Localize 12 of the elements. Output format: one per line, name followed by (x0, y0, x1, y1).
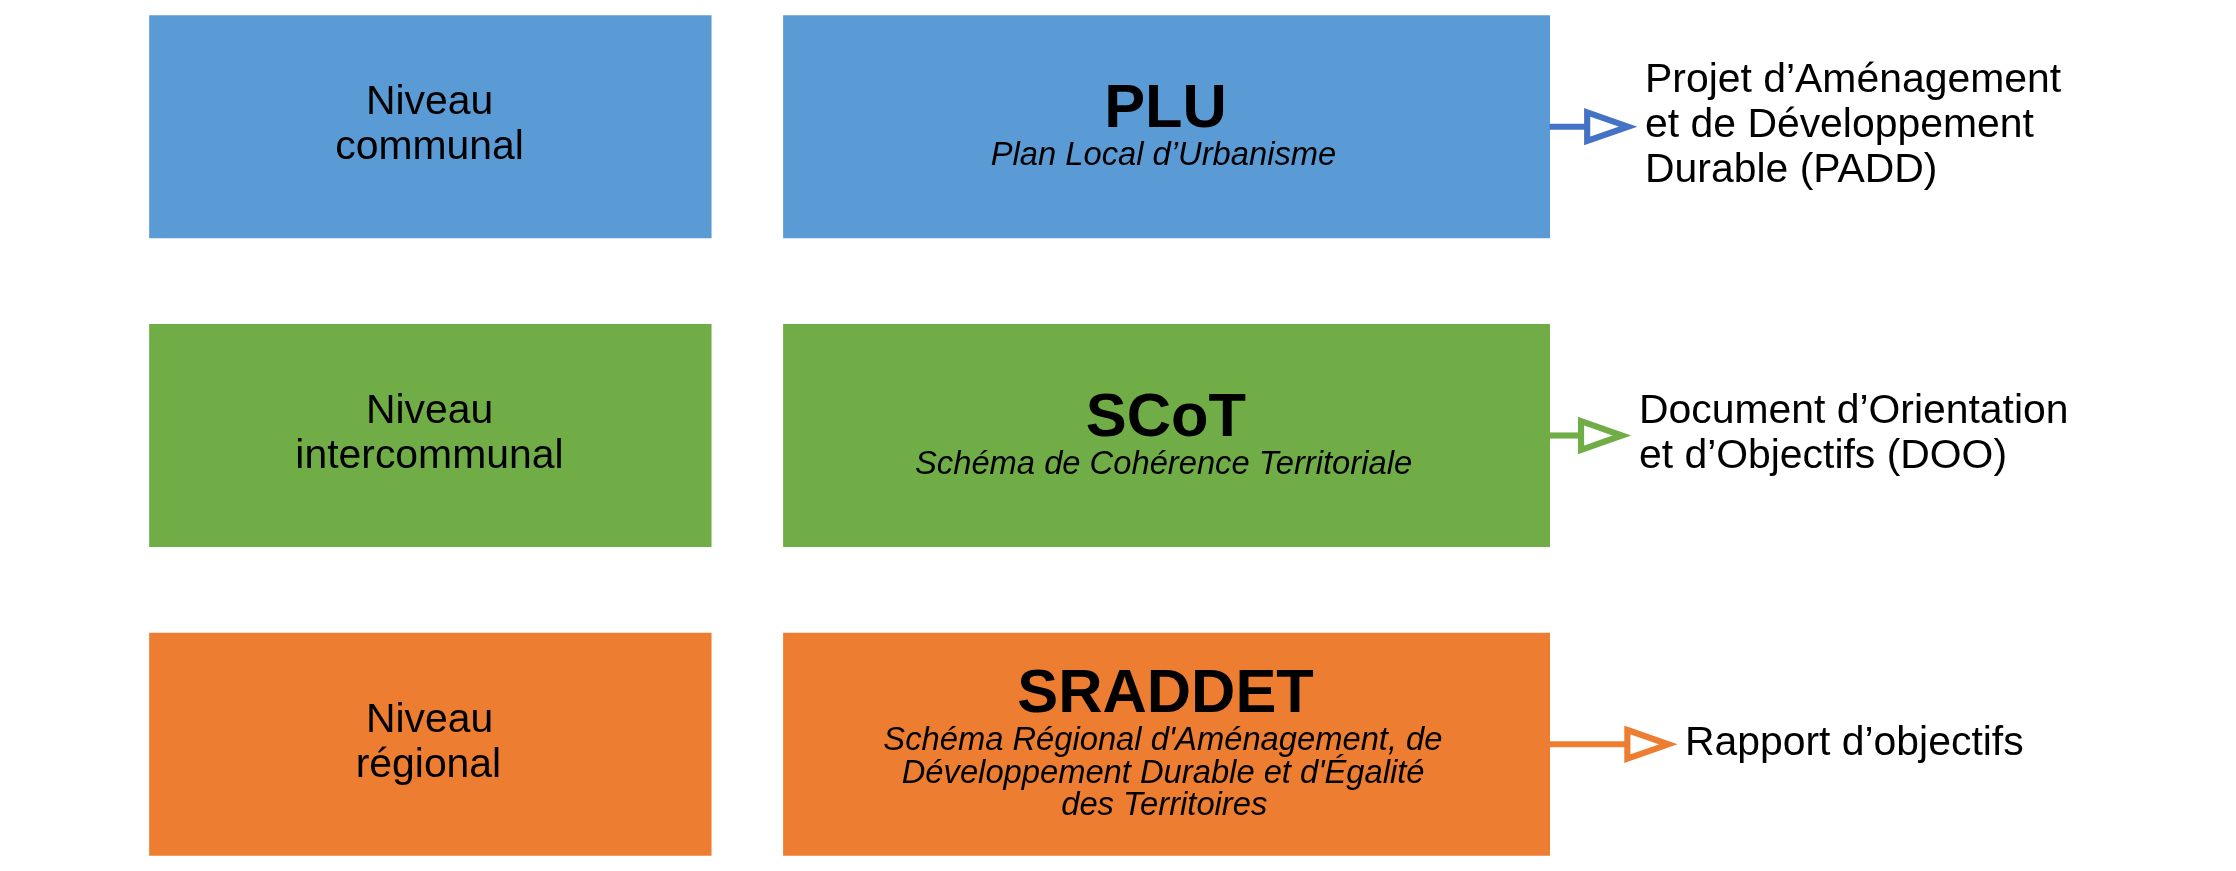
node-text: Rapport d’objectifs (1684, 717, 2024, 764)
arrow (1549, 416, 1631, 455)
arrow (1549, 725, 1678, 763)
node-box: Niveau communal (148, 15, 712, 239)
node-box: Niveau intercommunal (148, 324, 712, 547)
arrow (1549, 108, 1637, 146)
node-box: Niveau régional (148, 632, 712, 856)
node-box: PLU Plan Local d’Urbanisme (782, 15, 1550, 239)
node-box: SRADDET Schéma Régional d'Aménagement, de Développement Durable et d'Égalité des Territoires (782, 632, 1550, 856)
node-text: Projet d’Aménagement et de Développement Durable (PADD) (1644, 54, 2061, 191)
node-box: SCoT Schéma de Cohérence Territoriale (782, 324, 1550, 547)
node-text: Document d’Orientation et d’Objectifs (DOO) (1638, 386, 2069, 478)
